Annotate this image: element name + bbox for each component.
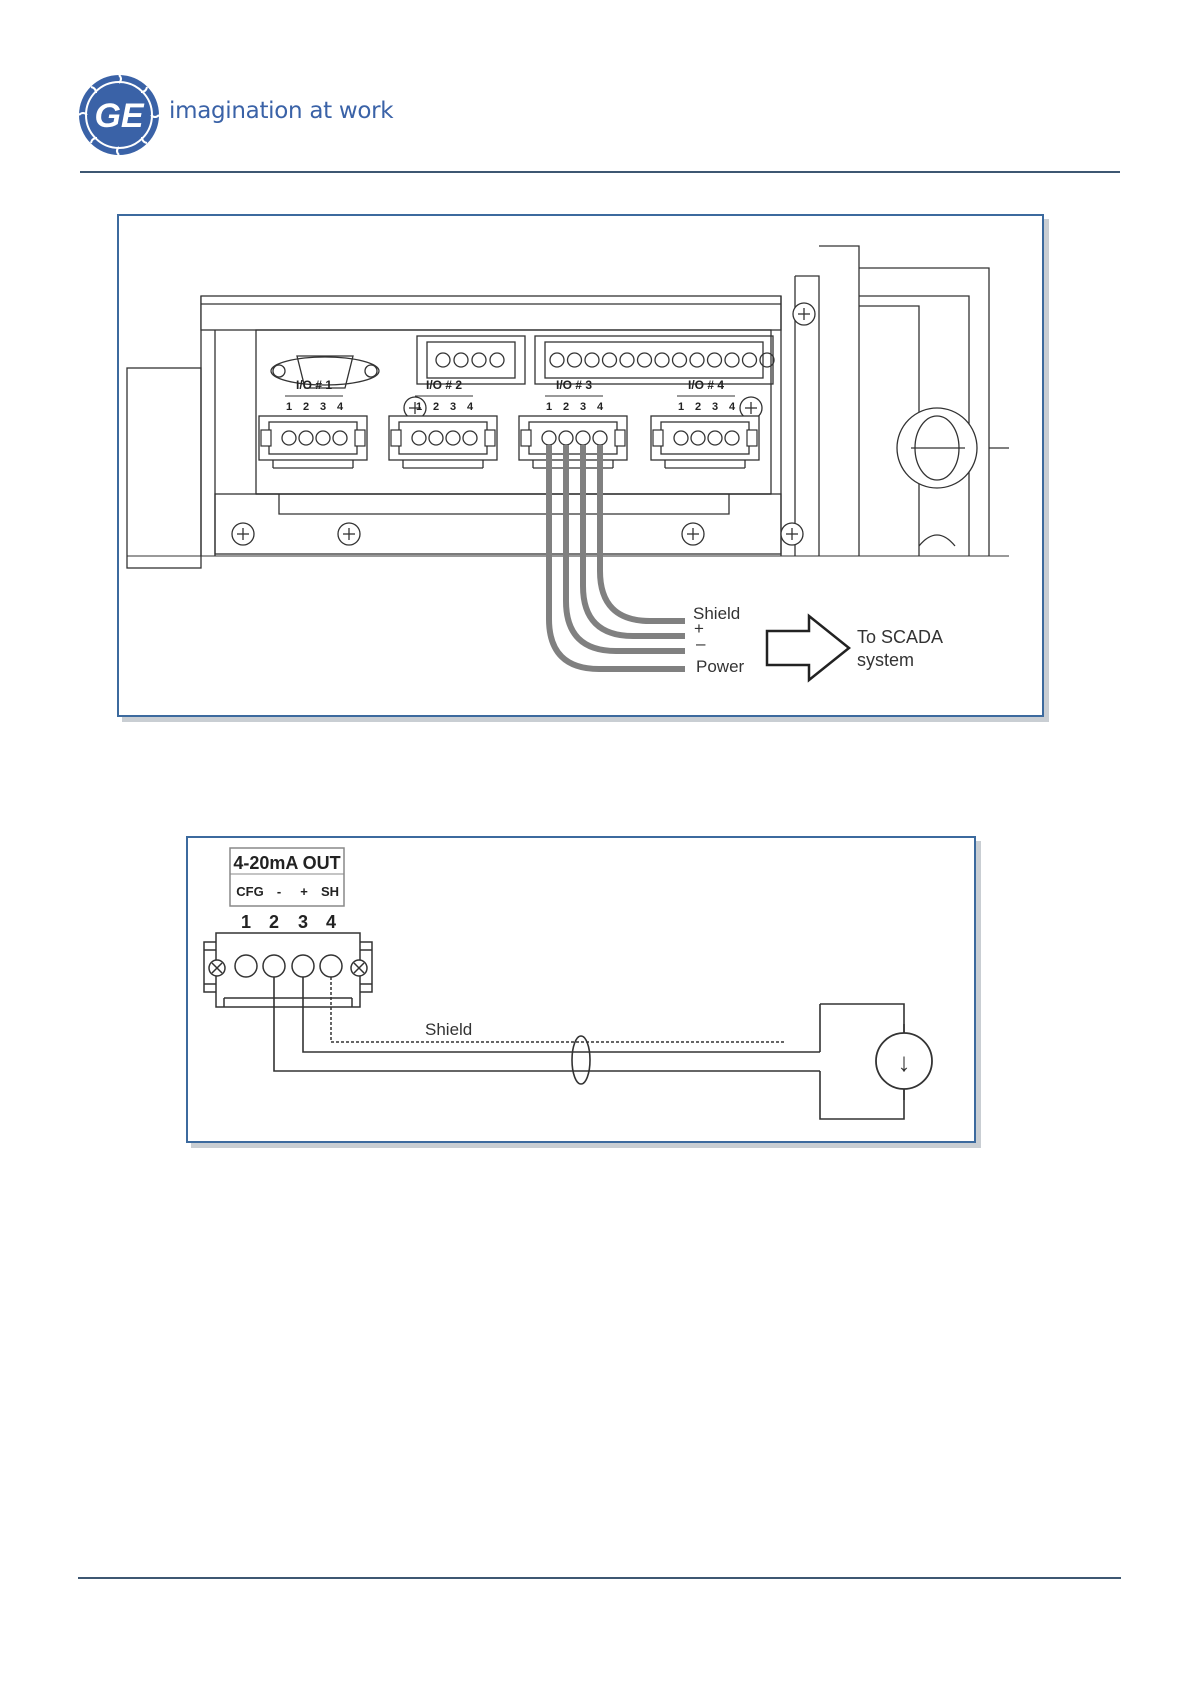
- io-pin-number: 1: [416, 401, 422, 413]
- pin-number-1: 1: [241, 912, 251, 932]
- terminal-pin: [655, 353, 669, 367]
- io-pin-number: 2: [303, 401, 309, 413]
- io-label: I/O # 3: [556, 378, 592, 392]
- io-pin-number: 1: [546, 401, 552, 413]
- terminal-pin: [620, 353, 634, 367]
- cable-jacket: [572, 1036, 590, 1084]
- terminal-pin: [568, 353, 582, 367]
- io-pin-number: 1: [678, 401, 684, 413]
- screw-icon: [338, 523, 360, 545]
- screw-icon: [781, 523, 803, 545]
- io-pin-number: 2: [433, 401, 439, 413]
- io-pin-number: 4: [467, 401, 474, 413]
- current-output-drawing: 4-20mA OUT CFG - + SH 1 2 3 4: [188, 838, 974, 1141]
- io-label: I/O # 4: [688, 378, 724, 392]
- terminal-pin: [585, 353, 599, 367]
- pin-number-4: 4: [326, 912, 336, 932]
- screw-icon: [793, 303, 815, 325]
- screw-icon: [232, 523, 254, 545]
- screw-icon: [682, 523, 704, 545]
- terminal-pin: [638, 353, 652, 367]
- current-source-arrow-icon: ↓: [898, 1047, 911, 1077]
- pin-function-2: -: [277, 884, 281, 899]
- ge-logo-icon: GE: [78, 74, 160, 156]
- io-pin-number: 2: [563, 401, 569, 413]
- pin-number-2: 2: [269, 912, 279, 932]
- io-pin-number: 4: [337, 401, 344, 413]
- io-pin-number: 3: [320, 401, 326, 413]
- io-label: I/O # 1: [296, 378, 332, 392]
- shield-label: Shield: [425, 1020, 472, 1039]
- current-output-figure: 4-20mA OUT CFG - + SH 1 2 3 4: [186, 836, 976, 1143]
- io-pin-number: 2: [695, 401, 701, 413]
- terminal-pin: [603, 353, 617, 367]
- tagline: imagination at work: [169, 98, 393, 124]
- pin-function-1: CFG: [236, 884, 263, 899]
- pin-function-4: SH: [321, 884, 339, 899]
- terminal-pin: [472, 353, 486, 367]
- to-scada-arrow-icon: [767, 616, 849, 680]
- io-pin-number: 3: [580, 401, 586, 413]
- io-pin-number: 3: [450, 401, 456, 413]
- terminal-pin: [436, 353, 450, 367]
- terminal-pin: [760, 353, 774, 367]
- terminal-pin: [454, 353, 468, 367]
- terminal-pin: [708, 353, 722, 367]
- pin-function-3: +: [300, 884, 308, 899]
- signal-wire: [600, 445, 685, 621]
- terminal-pin: [673, 353, 687, 367]
- terminal-pin: [743, 353, 757, 367]
- terminal-connector: [204, 933, 372, 1007]
- wire-label-minus: –: [696, 634, 706, 653]
- terminal-pin: [550, 353, 564, 367]
- terminal-title: 4-20mA OUT: [233, 853, 340, 873]
- arrow-label-line2: system: [857, 650, 914, 670]
- logo-text: GE: [94, 97, 144, 135]
- footer-divider: [78, 1577, 1121, 1579]
- terminal-pin: [725, 353, 739, 367]
- arrow-label-line1: To SCADA: [857, 627, 943, 647]
- header-divider: [80, 171, 1120, 173]
- io-pin-number: 4: [597, 401, 604, 413]
- shield-wire: [331, 977, 784, 1042]
- io-pin-number: 1: [286, 401, 292, 413]
- pin-number-3: 3: [298, 912, 308, 932]
- io-pin-number: 4: [729, 401, 736, 413]
- wire-label-power: Power: [696, 657, 745, 676]
- terminal-pin: [690, 353, 704, 367]
- io-label: I/O # 2: [426, 378, 462, 392]
- io-pin-number: 3: [712, 401, 718, 413]
- terminal-pin: [490, 353, 504, 367]
